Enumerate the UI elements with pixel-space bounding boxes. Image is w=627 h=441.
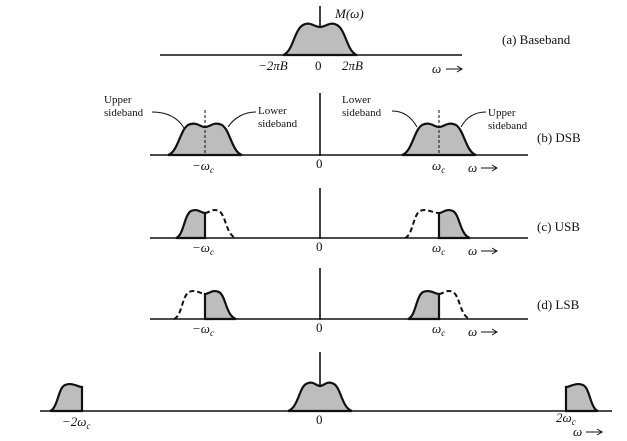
panel-b-tick-zero: 0: [316, 156, 323, 171]
panel-a-caption: (a) Baseband: [502, 32, 571, 47]
panel-a-ylabel: M(ω): [334, 6, 364, 21]
pointer-lower-right: [391, 110, 418, 128]
image-spectrum-negative: [49, 382, 84, 413]
baseband-spectrum: [282, 22, 358, 57]
panel-c-axis-var: ω: [468, 243, 477, 258]
label-lower-left-2: sideband: [258, 118, 298, 130]
axis-arrow-b: [481, 164, 498, 172]
panel-d-caption: (d) LSB: [537, 297, 580, 312]
label-lower-right-1: Lower: [342, 94, 371, 106]
panel-a-axis-var: ω: [432, 61, 441, 76]
usb-spectrum-positive: [437, 208, 471, 240]
panel-d-tick-zero: 0: [316, 320, 323, 335]
label-upper-right-2: sideband: [488, 120, 528, 132]
panel-b-caption: (b) DSB: [537, 130, 581, 145]
pointer-lower-left: [227, 111, 257, 128]
image-spectrum-positive: [564, 382, 599, 413]
panel-c-tick-right: ωc: [432, 240, 445, 257]
panel-e-tick-right: 2ωc: [556, 410, 576, 427]
lsb-spectrum-negative: [203, 289, 237, 321]
label-upper-left-1: Upper: [104, 94, 132, 106]
panel-lsb: −ωc 0 ωc ω (d) LSB: [150, 268, 580, 339]
panel-c-tick-zero: 0: [316, 239, 323, 254]
usb-spectrum-negative: [175, 208, 207, 240]
pointer-upper-right: [460, 111, 487, 128]
panel-usb: −ωc 0 ωc ω (c) USB: [150, 188, 580, 258]
lsb-spectrum-positive: [407, 289, 441, 321]
label-lower-right-2: sideband: [342, 107, 382, 119]
panel-e-axis-var: ω: [573, 424, 582, 439]
axis-arrow-a: [446, 65, 463, 73]
panel-c-caption: (c) USB: [537, 219, 580, 234]
label-upper-right-1: Upper: [488, 107, 516, 119]
lsb-suppressed-positive: [438, 290, 471, 320]
usb-suppressed-negative: [204, 209, 237, 239]
panel-a-tick-zero: 0: [315, 58, 322, 73]
panel-d-tick-right: ωc: [432, 321, 445, 338]
pointer-upper-left: [151, 111, 185, 129]
axis-arrow-c: [481, 247, 498, 255]
panel-baseband: M(ω) −2πB 0 2πB ω (a) Baseband: [160, 6, 571, 76]
axis-arrow-e: [586, 428, 603, 436]
lsb-suppressed-negative: [173, 290, 206, 320]
usb-suppressed-positive: [404, 209, 440, 239]
panel-e-tick-left: −2ωc: [62, 414, 90, 431]
panel-a-tick-right: 2πB: [342, 58, 363, 73]
panel-d-tick-left: −ωc: [192, 321, 214, 338]
recovered-baseband: [287, 381, 353, 413]
panel-b-tick-right: ωc: [432, 158, 445, 175]
panel-dsb: Upper sideband Lower sideband Lower side…: [104, 93, 581, 175]
label-lower-left-1: Lower: [258, 105, 287, 117]
panel-demodulated: −2ωc 0 2ωc ω: [40, 352, 612, 439]
panel-a-tick-left: −2πB: [258, 58, 288, 73]
panel-d-axis-var: ω: [468, 324, 477, 339]
panel-b-axis-var: ω: [468, 160, 477, 175]
panel-e-tick-zero: 0: [316, 412, 323, 427]
axis-arrow-d: [481, 328, 498, 336]
panel-c-tick-left: −ωc: [192, 240, 214, 257]
panel-b-tick-left: −ωc: [192, 158, 214, 175]
label-upper-left-2: sideband: [104, 107, 144, 119]
